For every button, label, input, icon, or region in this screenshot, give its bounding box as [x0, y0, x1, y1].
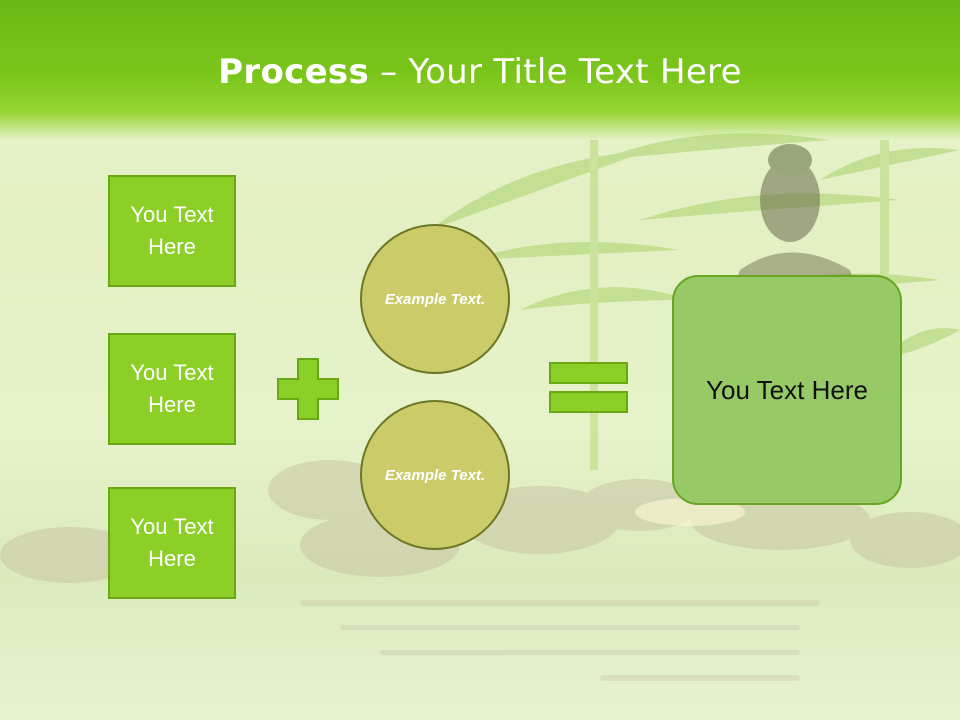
- water-reflection-icon: [300, 600, 820, 681]
- slide-title: Process – Your Title Text Here: [0, 52, 960, 92]
- result-box[interactable]: You Text Here: [672, 275, 902, 505]
- plus-icon: [277, 358, 339, 420]
- input-box-1[interactable]: You Text Here: [108, 175, 236, 287]
- input-box-3[interactable]: You Text Here: [108, 487, 236, 599]
- title-bold: Process: [218, 52, 370, 92]
- candle-icon: [635, 498, 745, 526]
- title-rest: – Your Title Text Here: [369, 52, 742, 92]
- input-box-2[interactable]: You Text Here: [108, 333, 236, 445]
- equals-icon: [549, 362, 628, 413]
- example-circle-2[interactable]: Example Text.: [360, 400, 510, 550]
- example-circle-1[interactable]: Example Text.: [360, 224, 510, 374]
- title-band: [0, 0, 960, 140]
